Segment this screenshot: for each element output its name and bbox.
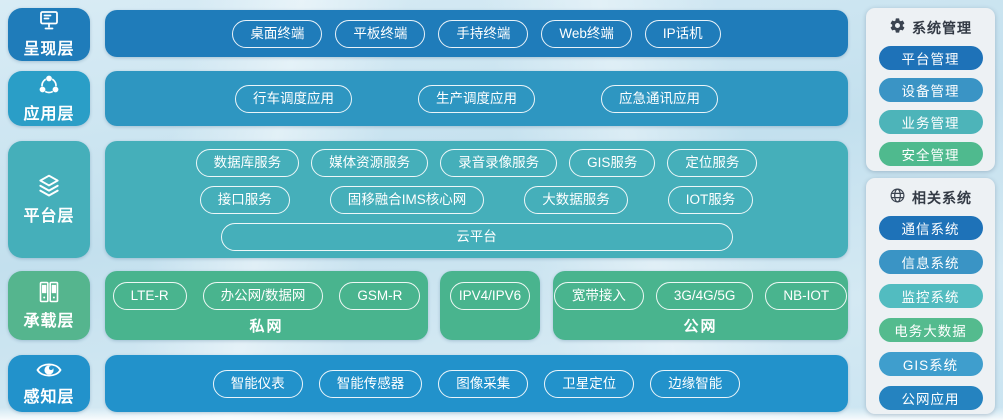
presentation-panel: 桌面终端 平板终端 手持终端 Web终端 IP话机 (105, 10, 848, 57)
perception-panel: 智能仪表 智能传感器 图像采集 卫星定位 边缘智能 (105, 355, 848, 412)
item-pill: 生产调度应用 (418, 84, 535, 113)
item-pill: 边缘智能 (650, 369, 741, 398)
private-network-pills: LTE-R 办公网/数据网 GSM-R (112, 282, 421, 310)
layer-tab-platform: 平台层 (8, 141, 90, 258)
cluster-icon (37, 73, 61, 97)
layer-label: 平台层 (23, 208, 75, 225)
item-pill: 接口服务 (199, 185, 290, 214)
system-management-list: 平台管理 设备管理 业务管理 安全管理 (878, 46, 983, 166)
side-item-pill: GIS系统 (878, 352, 983, 376)
item-pill: IOT服务 (667, 185, 754, 214)
item-pill: GSM-R (339, 282, 421, 310)
application-panel: 行车调度应用 生产调度应用 应急通讯应用 (105, 71, 848, 126)
side-item-pill: 平台管理 (878, 46, 983, 70)
platform-row-2: 接口服务 固移融合IMS核心网 大数据服务 IOT服务 (105, 185, 848, 214)
item-pill: Web终端 (541, 19, 632, 48)
item-pill: 平板终端 (335, 19, 426, 48)
platform-row-3: 云平台 (105, 222, 848, 251)
platform-pill-rows: 数据库服务 媒体资源服务 录音录像服务 GIS服务 定位服务 接口服务 固移融合… (105, 148, 848, 251)
item-pill: 应急通讯应用 (601, 84, 718, 113)
item-pill: 手持终端 (438, 19, 529, 48)
platform-panel: 数据库服务 媒体资源服务 录音录像服务 GIS服务 定位服务 接口服务 固移融合… (105, 141, 848, 258)
related-systems-list: 通信系统 信息系统 监控系统 电务大数据 GIS系统 公网应用 (878, 216, 983, 410)
item-pill: IPV4/IPV6 (449, 282, 531, 310)
private-network-panel: LTE-R 办公网/数据网 GSM-R 私网 (105, 271, 428, 340)
ip-network-panel: IPV4/IPV6 (440, 271, 540, 340)
layer-tab-application: 应用层 (8, 71, 90, 126)
perception-pill-row: 智能仪表 智能传感器 图像采集 卫星定位 边缘智能 (212, 369, 741, 398)
item-pill: 桌面终端 (232, 19, 323, 48)
side-item-pill: 设备管理 (878, 78, 983, 102)
card-title: 系统管理 (912, 20, 972, 36)
layers-icon (36, 173, 62, 199)
card-title: 相关系统 (912, 190, 972, 206)
side-item-pill: 通信系统 (878, 216, 983, 240)
item-pill: 智能仪表 (212, 369, 303, 398)
item-pill: 定位服务 (667, 148, 758, 177)
item-pill: 图像采集 (438, 369, 529, 398)
item-pill: 固移融合IMS核心网 (329, 185, 485, 214)
item-pill: NB-IOT (765, 282, 848, 310)
side-item-pill: 监控系统 (878, 284, 983, 308)
side-item-pill: 安全管理 (878, 142, 983, 166)
public-network-panel: 宽带接入 3G/4G/5G NB-IOT 公网 (553, 271, 848, 340)
related-systems-card: 相关系统 通信系统 信息系统 监控系统 电务大数据 GIS系统 公网应用 (866, 178, 995, 414)
item-pill: 数据库服务 (195, 148, 300, 177)
item-pill: 智能传感器 (318, 369, 423, 398)
layer-label: 呈现层 (23, 41, 75, 58)
system-management-header: 系统管理 (889, 18, 972, 38)
eye-icon (36, 360, 62, 380)
side-item-pill: 公网应用 (878, 386, 983, 410)
terminal-pill-row: 桌面终端 平板终端 手持终端 Web终端 IP话机 (232, 19, 721, 48)
layer-label: 感知层 (23, 389, 75, 406)
layer-label: 应用层 (23, 106, 75, 123)
application-pill-row: 行车调度应用 生产调度应用 应急通讯应用 (235, 84, 718, 113)
side-item-pill: 信息系统 (878, 250, 983, 274)
item-pill: 办公网/数据网 (202, 282, 324, 310)
side-item-pill: 电务大数据 (878, 318, 983, 342)
platform-row-1: 数据库服务 媒体资源服务 录音录像服务 GIS服务 定位服务 (105, 148, 848, 177)
item-pill: 宽带接入 (553, 282, 644, 310)
item-pill: 行车调度应用 (235, 84, 352, 113)
layer-tab-presentation: 呈现层 (8, 8, 90, 61)
cloud-platform-pill: 云平台 (220, 222, 733, 251)
group-label: 公网 (683, 318, 718, 335)
item-pill: 录音录像服务 (440, 148, 558, 177)
layer-label: 承载层 (23, 313, 75, 330)
item-pill: 卫星定位 (544, 369, 635, 398)
item-pill: 3G/4G/5G (655, 282, 754, 310)
side-item-pill: 业务管理 (878, 110, 983, 134)
layer-tab-perception: 感知层 (8, 355, 90, 412)
related-systems-header: 相关系统 (889, 188, 972, 208)
server-racks-icon (37, 280, 61, 304)
item-pill: 大数据服务 (524, 185, 628, 214)
item-pill: GIS服务 (569, 148, 656, 177)
public-network-pills: 宽带接入 3G/4G/5G NB-IOT (553, 282, 848, 310)
gear-icon (889, 17, 906, 39)
layer-tab-bearer: 承载层 (8, 271, 90, 340)
ip-network-pills: IPV4/IPV6 (449, 282, 531, 310)
item-pill: LTE-R (112, 282, 187, 310)
monitor-icon (37, 10, 61, 32)
globe-icon (889, 187, 906, 209)
system-management-card: 系统管理 平台管理 设备管理 业务管理 安全管理 (866, 8, 995, 171)
item-pill: 媒体资源服务 (311, 148, 429, 177)
item-pill: IP话机 (644, 19, 721, 48)
group-label: 私网 (249, 318, 284, 335)
